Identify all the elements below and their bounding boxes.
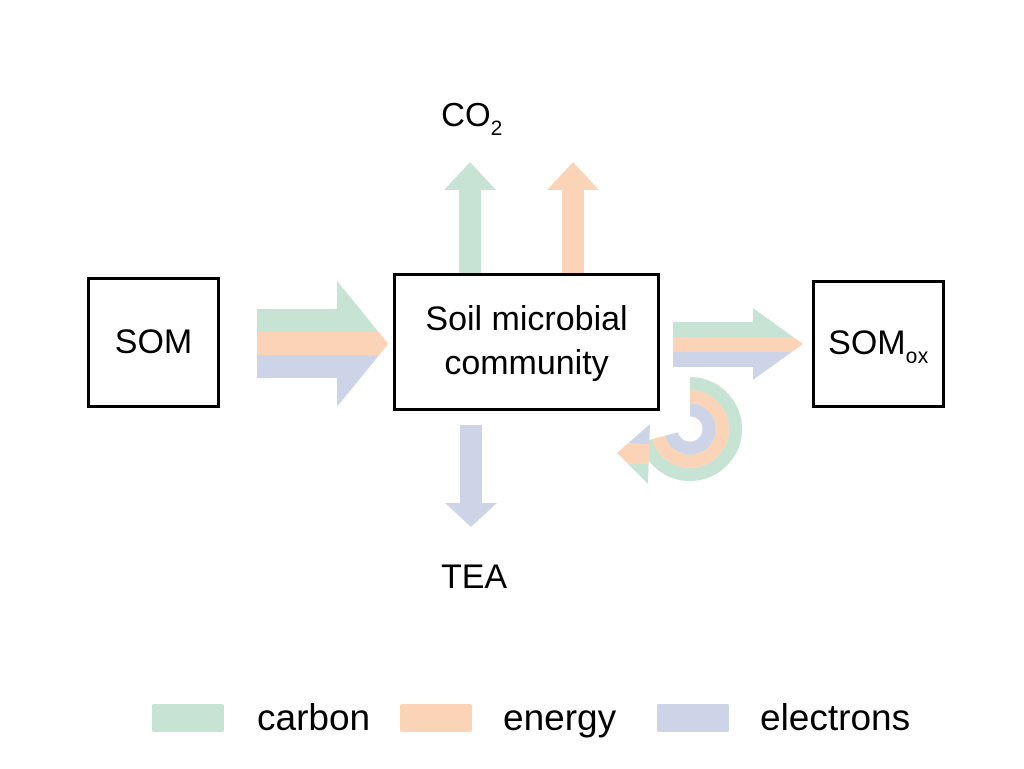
recycle-arrowhead (616, 424, 650, 484)
legend-swatch-electrons (657, 704, 729, 732)
legend-swatch-carbon (152, 704, 224, 732)
som-to-community-arrow (257, 280, 389, 407)
node-community-label-line2: community (444, 344, 609, 382)
node-som-label: SOM (114, 322, 193, 361)
community-to-somox-electrons-band (673, 352, 803, 380)
legend-label-energy: energy (503, 697, 617, 738)
legend-label-carbon: carbon (257, 697, 371, 738)
legend-swatch-energy (400, 704, 472, 732)
recycle-arc-electrons (665, 403, 716, 455)
recycle-arc-carbon (639, 376, 743, 482)
label-co2-subscript: 2 (490, 117, 503, 140)
legend-label-electrons: electrons (760, 697, 911, 738)
som-to-community-electrons-band (257, 355, 389, 407)
som-to-community-carbon-band (257, 280, 389, 332)
recycle-arc-energy (652, 390, 729, 468)
label-co2: CO2 (422, 96, 522, 140)
label-co2-base: CO (441, 96, 491, 133)
node-community: Soil microbial community (393, 273, 660, 411)
node-som-ox-label: SOMox (828, 322, 929, 369)
recycle-arrowhead-energy-band (616, 443, 650, 464)
recycle-arrowhead-carbon-band (627, 463, 649, 484)
recycle-arrow (616, 376, 743, 484)
som-to-community-energy-band (257, 332, 389, 355)
community-to-somox-carbon-band (673, 308, 803, 337)
node-som-ox-label-base: SOM (828, 324, 906, 363)
node-som: SOM (87, 277, 220, 408)
node-som-ox-label-subscript: ox (905, 345, 929, 369)
community-to-somox-arrow (673, 308, 803, 380)
community-to-somox-energy-band (673, 337, 803, 352)
node-community-label-line1: Soil microbial (425, 300, 628, 339)
community-to-tea-electrons-arrow (445, 425, 497, 527)
recycle-arrowhead-electrons-band (628, 424, 650, 444)
node-som-ox: SOMox (812, 280, 945, 408)
community-to-co2-energy-arrow (547, 162, 599, 275)
label-tea: TEA (440, 558, 508, 596)
node-community-label: Soil microbial community (425, 298, 627, 385)
community-to-co2-carbon-arrow (444, 162, 496, 275)
